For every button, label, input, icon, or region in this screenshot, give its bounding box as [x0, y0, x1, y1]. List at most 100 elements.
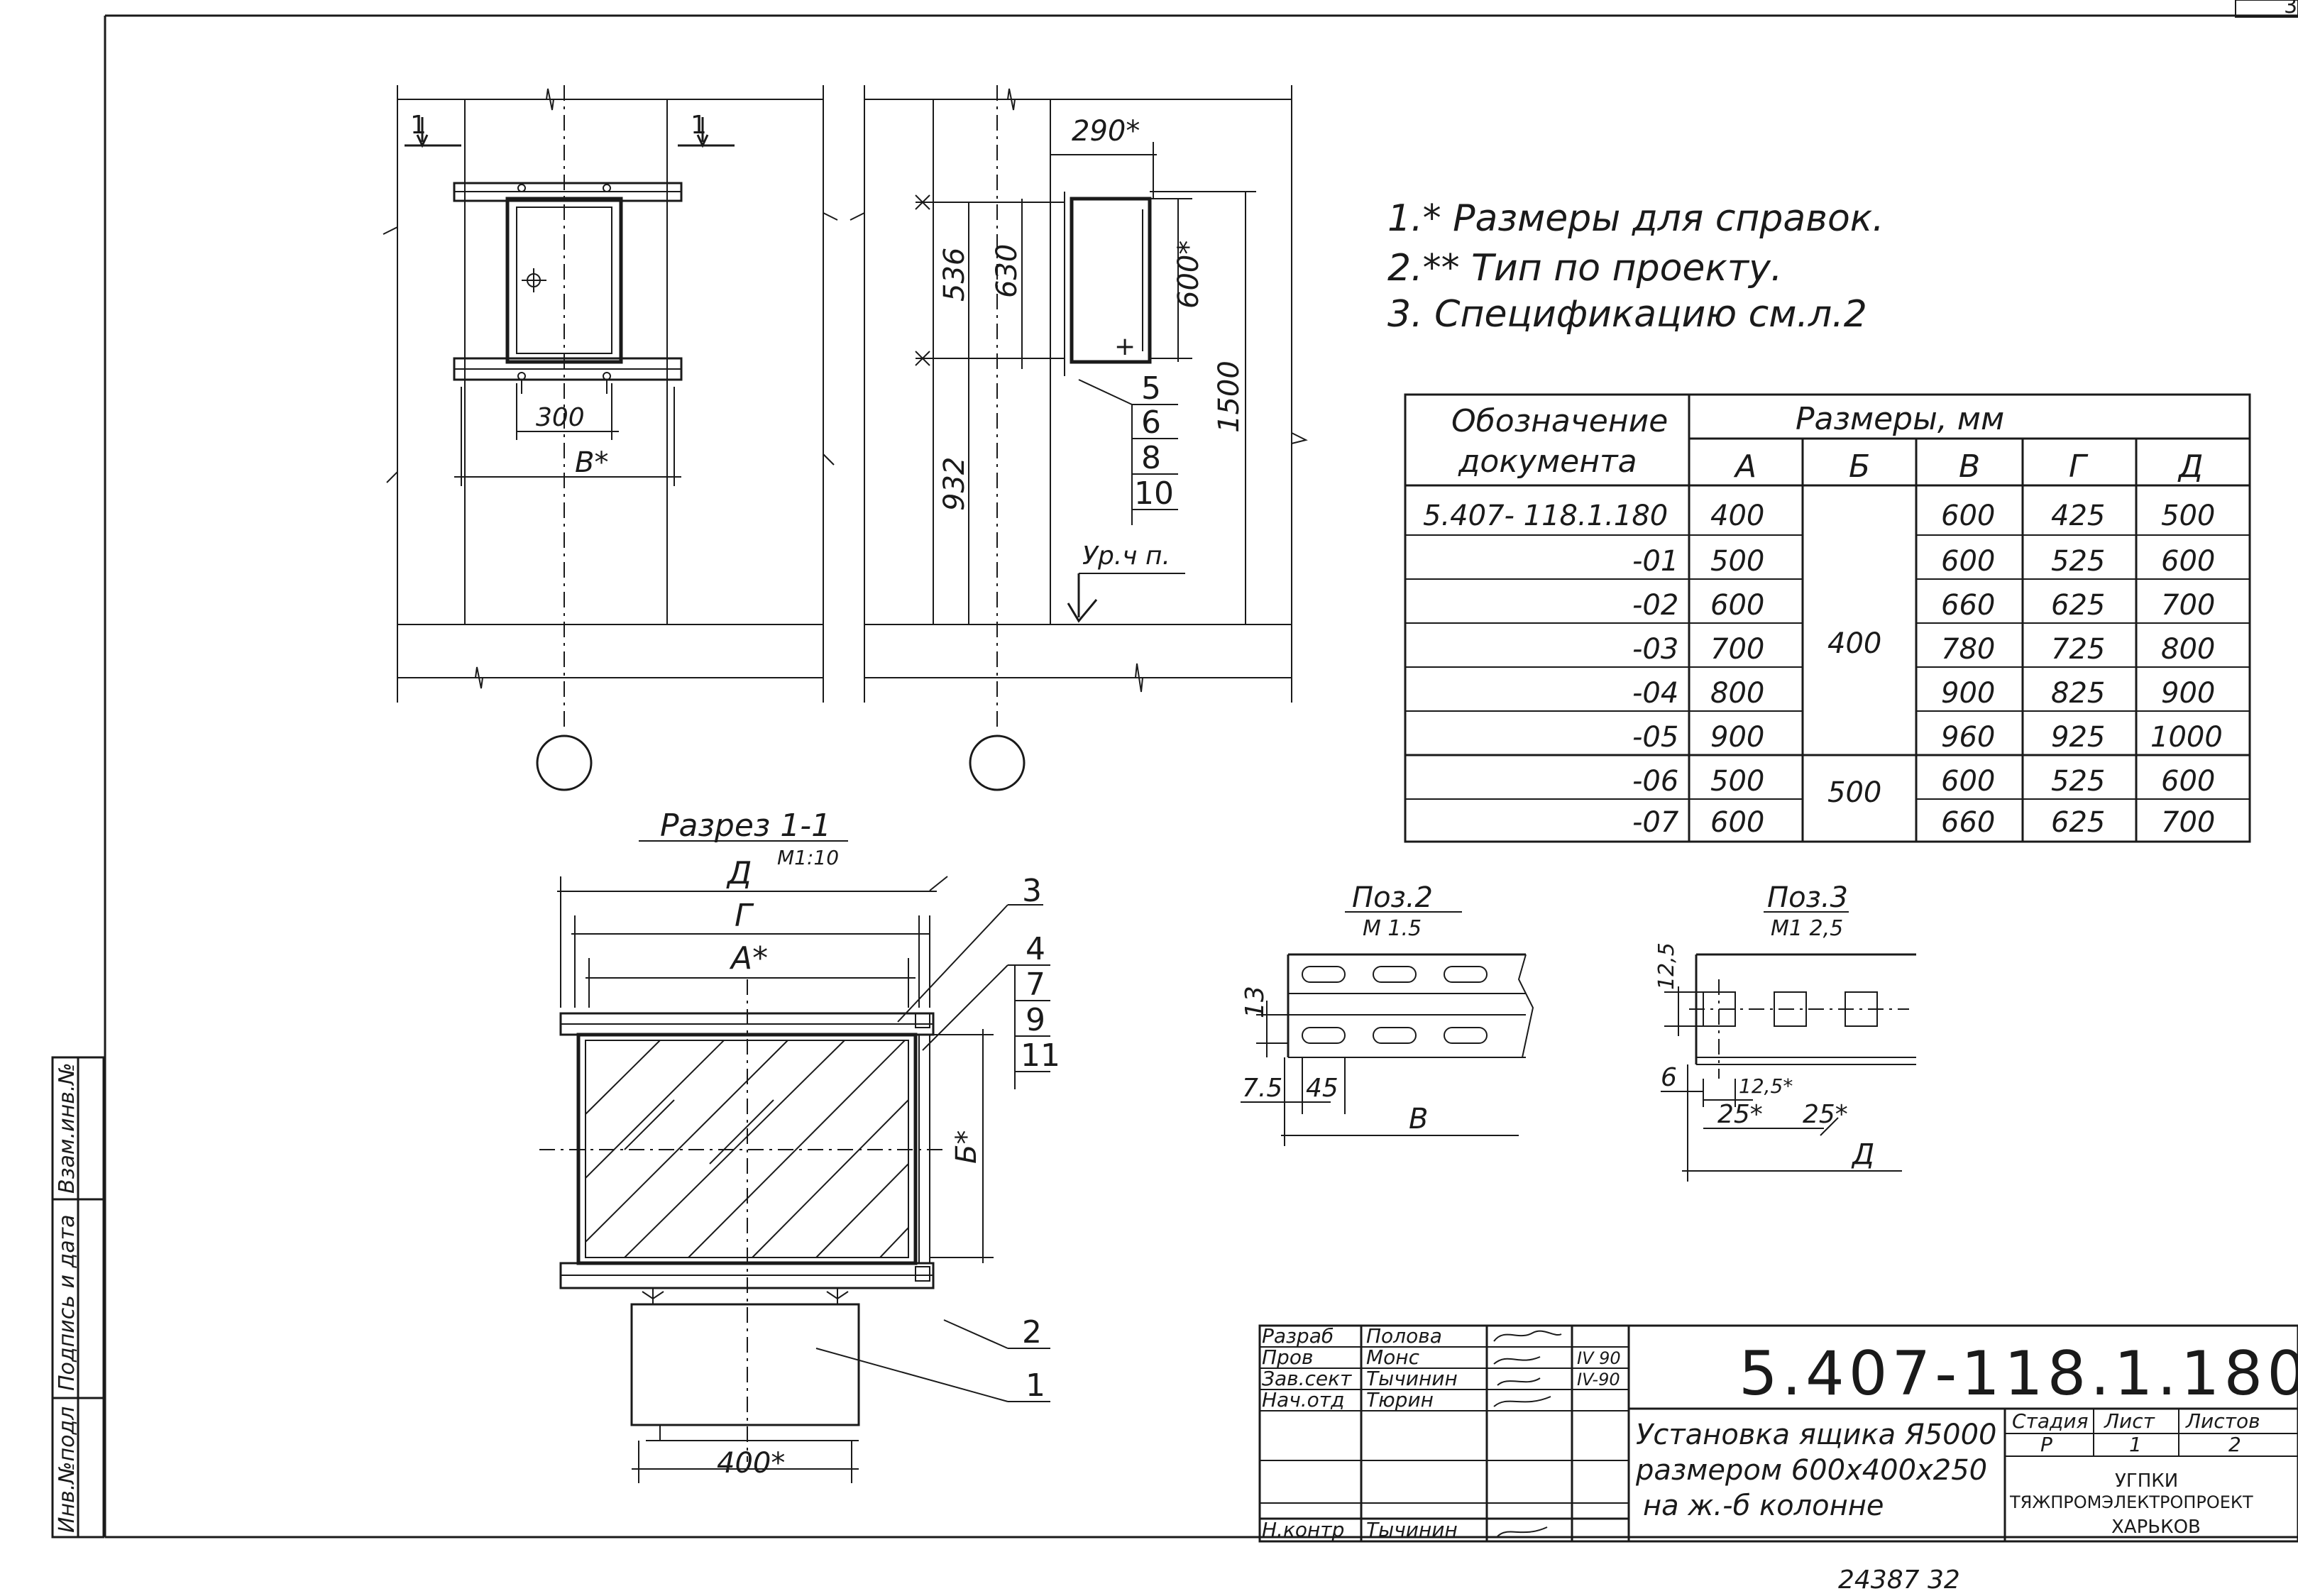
tb-stage-label: Стадия [2012, 1409, 2088, 1433]
pos-label-8: 8 [1141, 440, 1161, 476]
tb-role-zav-sekt: Зав.сект [1262, 1367, 1352, 1390]
tb-org-3: ХАРЬКОВ [2111, 1517, 2201, 1538]
stamp-signature-date: Подпись и дата [55, 1215, 79, 1392]
section-title: Разрез 1-1 [660, 808, 831, 844]
table-row: -05 900 960 925 1000 [1632, 721, 2223, 754]
floor-level-label: Ур.ч п. [1082, 541, 1170, 571]
section-dim-a: А* [729, 940, 768, 976]
tb-org-1: УГПКИ [2115, 1470, 2178, 1492]
section-pos-7: 7 [1026, 967, 1045, 1003]
note-2: 2.** Тип по проекту. [1387, 247, 1782, 290]
tb-name-zav-sekt: Тычинин [1366, 1367, 1458, 1390]
table-cell-doc: -04 [1632, 677, 1678, 710]
stamp-inv-podl: Инв.№подл [55, 1407, 79, 1533]
table-cell-d: 700 [2161, 806, 2215, 839]
dim-536: 536 [938, 248, 971, 302]
table-cell-a: 600 [1710, 589, 1764, 622]
title-block [1258, 1324, 2298, 1543]
section-dim-b: Б* [950, 1130, 983, 1164]
sizes-table [1404, 393, 2251, 843]
tb-sheet-label: Лист [2104, 1409, 2155, 1433]
table-cell-doc: 5.407- 118.1.180 [1423, 500, 1668, 532]
tb-name-prov: Монс [1366, 1345, 1420, 1369]
table-cell-g: 825 [2051, 677, 2105, 710]
tb-description-3: на ж.-б колонне [1643, 1490, 1884, 1522]
tb-name-n-kontr: Тычинин [1366, 1518, 1458, 1541]
tb-description-1: Установка ящика Я5000 [1636, 1419, 1996, 1451]
tb-name-razrab: Полова [1366, 1324, 1442, 1348]
section-dim-d: Д [726, 855, 752, 891]
table-cell-v: 900 [1941, 677, 1995, 710]
table-row: -01 500 600 525 600 [1632, 545, 2215, 578]
dim-630: 630 [991, 244, 1023, 298]
table-cell-d: 600 [2161, 765, 2215, 798]
table-cell-doc: -06 [1632, 765, 1678, 798]
table-cell-a: 400 [1710, 500, 1764, 532]
title-block-signatures [1493, 1330, 1562, 1537]
table-cell-d: 700 [2161, 589, 2215, 622]
table-cell-v: 600 [1941, 545, 1995, 578]
tb-role-prov: Пров [1262, 1345, 1313, 1369]
side-stamp [51, 1056, 105, 1539]
tb-role-razrab: Разраб [1262, 1324, 1334, 1348]
table-col-b: Б [1849, 448, 1870, 485]
note-1: 1.* Размеры для справок. [1387, 197, 1884, 240]
pos2-dim-13: 13 [1241, 986, 1270, 1018]
table-cell-a: 700 [1710, 633, 1764, 666]
note-3: 3. Спецификацию см.л.2 [1387, 293, 1867, 336]
pos3-dim-6: 6 [1661, 1063, 1677, 1092]
table-cell-g: 525 [2051, 545, 2105, 578]
sheet-corner-number: 3 [2284, 0, 2297, 18]
table-cell-g: 525 [2051, 765, 2105, 798]
tb-sheet: 1 [2129, 1433, 2142, 1456]
table-col-g: Г [2069, 448, 2089, 485]
table-cell-g: 925 [2051, 721, 2105, 754]
front-view [383, 85, 838, 791]
table-cell-v: 780 [1941, 633, 1995, 666]
pos3-detail [1661, 911, 1916, 1182]
table-col-d: Д [2177, 448, 2203, 485]
pos2-title: Поз.2 [1352, 881, 1433, 914]
table-cell-v: 960 [1941, 721, 1995, 754]
dim-600: 600* [1172, 241, 1205, 309]
pos-label-10: 10 [1134, 475, 1174, 512]
table-cell-g: 725 [2051, 633, 2105, 666]
dim-1500: 1500 [1213, 361, 1246, 433]
pos3-dim-d: Д [1851, 1138, 1874, 1171]
table-cell-d: 1000 [2150, 721, 2223, 754]
table-header-doc-2: документа [1458, 444, 1637, 480]
table-cell-doc: -05 [1632, 721, 1678, 754]
table-cell-v: 660 [1941, 589, 1995, 622]
svg-text:+: + [1114, 332, 1136, 361]
side-view: + [850, 85, 1308, 791]
section-mark-left: 1 [410, 111, 427, 140]
table-cell-a: 900 [1710, 721, 1764, 754]
table-col-a: А [1733, 448, 1757, 485]
pos-label-6: 6 [1141, 404, 1161, 441]
pos3-title: Поз.3 [1767, 881, 1848, 914]
sheet-frame [104, 0, 2298, 1539]
tb-doc-number: 5.407-118.1.180 [1739, 1338, 2298, 1409]
table-cell-g: 625 [2051, 589, 2105, 622]
table-cell-a: 500 [1710, 765, 1764, 798]
table-cell-doc: -03 [1632, 633, 1678, 666]
dim-v-front: В* [575, 446, 608, 479]
table-cell-doc: -01 [1632, 545, 1678, 578]
pos2-dim-v: В [1409, 1103, 1428, 1135]
tb-org-2: ТЯЖПРОМЭЛЕКТРОПРОЕКТ [2009, 1492, 2253, 1512]
table-cell-d: 800 [2161, 633, 2215, 666]
section-pos-2: 2 [1022, 1314, 1042, 1350]
table-cell-a: 800 [1710, 677, 1764, 710]
dim-932: 932 [938, 457, 971, 511]
table-row: 5.407- 118.1.180 400 600 425 500 [1423, 500, 2215, 532]
tb-stage: Р [2040, 1433, 2052, 1456]
dim-290: 290* [1072, 115, 1140, 148]
section-pos-3: 3 [1022, 873, 1042, 909]
table-row: -04 800 900 825 900 [1632, 677, 2215, 710]
section-1-1 [539, 840, 1050, 1483]
tb-role-nach-otd: Нач.отд [1262, 1388, 1344, 1411]
table-col-v: В [1959, 448, 1980, 485]
table-cell-doc: -02 [1632, 589, 1678, 622]
tb-sheets-label: Листов [2185, 1409, 2260, 1433]
